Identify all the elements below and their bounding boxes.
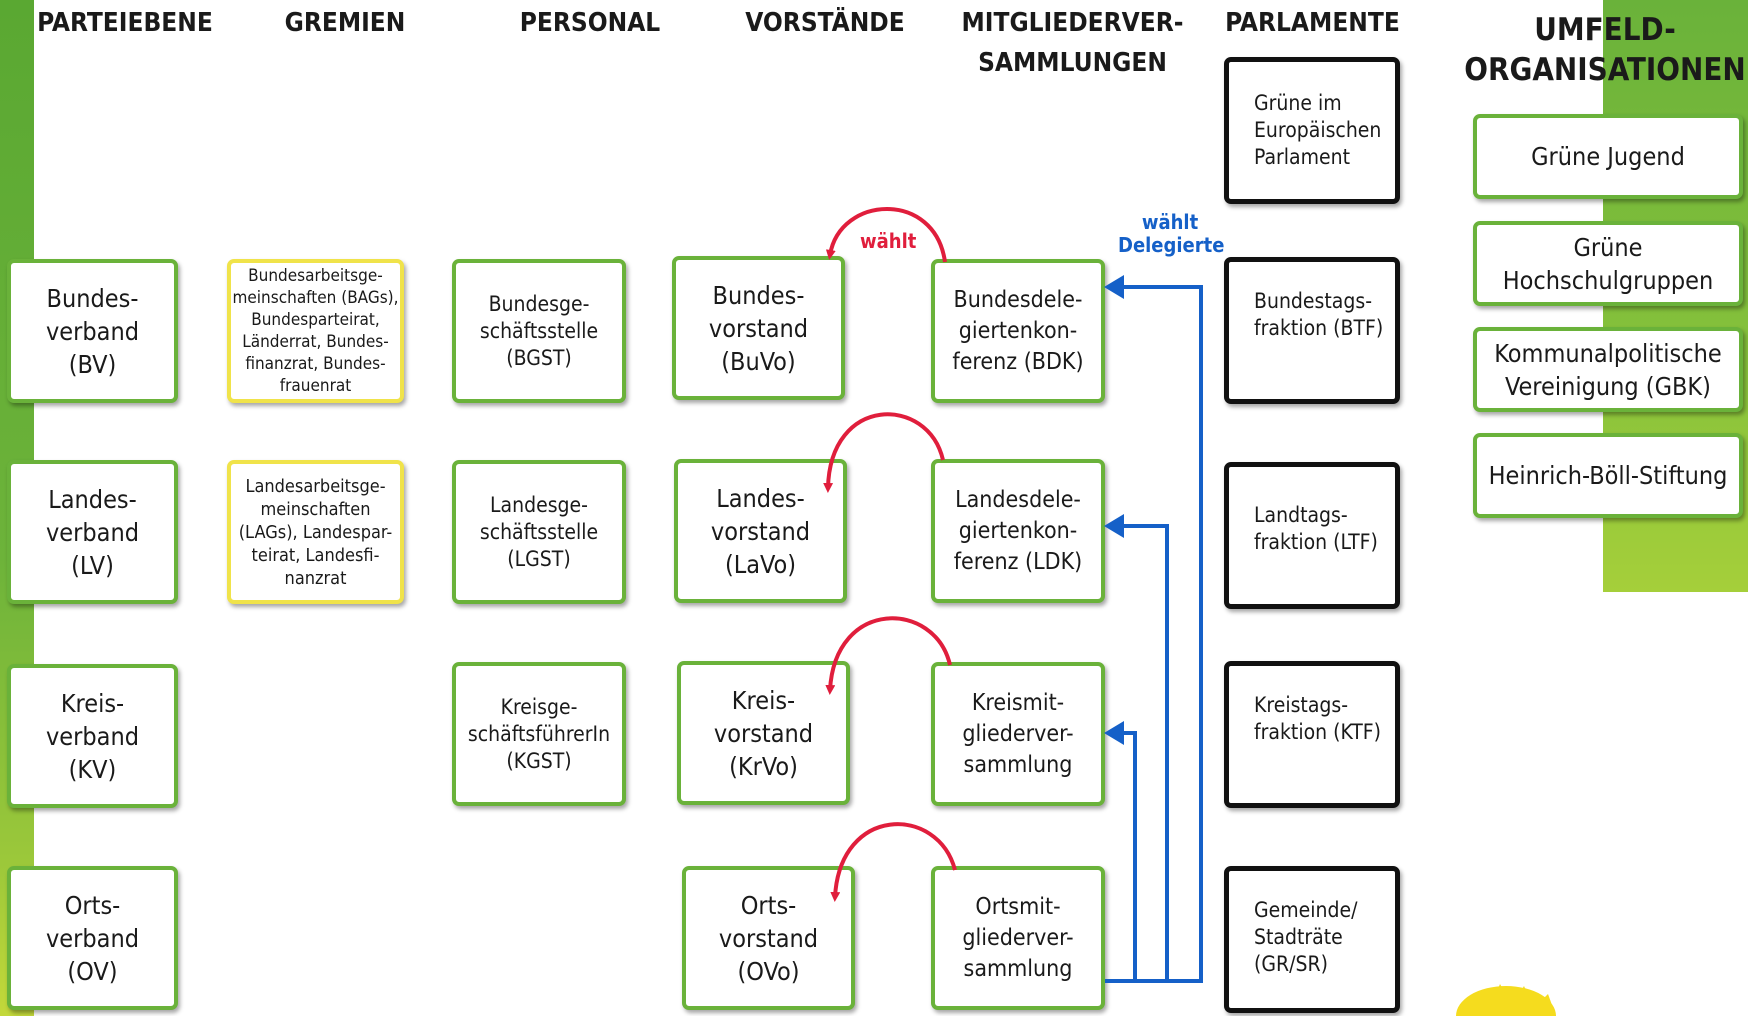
label-landesverband: Landes- verband (LV) [46,484,139,580]
box-kreisvorstand: Kreis- vorstand (KrVo) [677,661,850,805]
header-parlamente: PARLAMENTE [1225,8,1400,38]
label-ortsvorstand: Orts- vorstand (OVo) [718,890,819,986]
label-landesvorstand: Landes- vorstand (LaVo) [710,483,811,579]
box-bundesgeschaeftsstelle: Bundesge- schäftsstelle (BGST) [452,259,626,403]
blue-delegation-lines [1105,285,1203,983]
label-landtagsfraktion: Landtags- fraktion (LTF) [1254,503,1378,554]
label-kreistagsfraktion: Kreistags- fraktion (KTF) [1254,693,1382,744]
label-kreisvorstand: Kreis- vorstand (KrVo) [713,685,814,781]
label-bundesgremien: Bundesarbeitsge- meinschaften (BAGs), Bu… [232,266,399,396]
label-ortsmitgliederversammlung: Ortsmit- gliederver- sammlung [962,893,1074,982]
box-bundesverband: Bundes- verband (BV) [7,259,178,403]
label-bundesdelegiertenkonferenz: Bundesdele- giertenkon- ferenz (BDK) [952,286,1084,375]
header-vorstaende: VORSTÄNDE [745,8,905,38]
header-umfeldorganisationen: UMFELD- ORGANISATIONEN [1464,12,1746,88]
box-europaeisches-parlament: Grüne im Europäischen Parlament [1224,57,1400,204]
label-landesgeschaeftsstelle: Landesge- schäftsstelle (LGST) [479,492,599,571]
label-gruene-jugend: Grüne Jugend [1531,142,1685,171]
box-bundestagsfraktion: Bundestags- fraktion (BTF) [1224,257,1400,404]
label-kreisverband: Kreis- verband (KV) [46,688,139,784]
blue-line-to-bdk [1105,285,1203,983]
header-parteiebene: PARTEIEBENE [37,8,213,38]
blue-line-to-kmv [1118,731,1137,981]
label-europaeisches-parlament: Grüne im Europäischen Parlament [1254,91,1382,169]
box-landtagsfraktion: Landtags- fraktion (LTF) [1224,462,1400,609]
sunflower-logo [1456,984,1556,1016]
box-kreistagsfraktion: Kreistags- fraktion (KTF) [1224,661,1400,808]
box-bundesgremien: Bundesarbeitsge- meinschaften (BAGs), Bu… [227,259,404,403]
box-bundesdelegiertenkonferenz: Bundesdele- giertenkon- ferenz (BDK) [931,259,1105,403]
box-landesvorstand: Landes- vorstand (LaVo) [674,459,847,603]
box-landesdelegiertenkonferenz: Landesdele- giertenkon- ferenz (LDK) [931,459,1105,603]
header-personal: PERSONAL [519,8,661,38]
box-gruene-jugend: Grüne Jugend [1473,114,1743,199]
box-ortsvorstand: Orts- vorstand (OVo) [682,866,855,1010]
box-landesverband: Landes- verband (LV) [7,460,178,604]
label-heinrich-boell-stiftung: Heinrich-Böll-Stiftung [1488,461,1728,490]
label-landesdelegiertenkonferenz: Landesdele- giertenkon- ferenz (LDK) [953,486,1083,575]
box-gemeinde-stadtraete: Gemeinde/ Stadträte (GR/SR) [1224,866,1400,1013]
label-gemeinde-stadtraete: Gemeinde/ Stadträte (GR/SR) [1254,898,1358,976]
label-kreismitgliederversammlung: Kreismit- gliederver- sammlung [962,689,1074,778]
blue-arrowhead-kmv [1104,721,1124,745]
label-landesgremien: Landesarbeitsge- meinschaften (LAGs), La… [238,475,393,589]
box-ortsmitgliederversammlung: Ortsmit- gliederver- sammlung [931,866,1105,1010]
label-waehlt: wählt [860,229,917,253]
box-kreismitgliederversammlung: Kreismit- gliederver- sammlung [931,662,1105,806]
box-landesgeschaeftsstelle: Landesge- schäftsstelle (LGST) [452,460,626,604]
label-ortsverband: Orts- verband (OV) [46,890,139,986]
box-bundesvorstand: Bundes- vorstand (BuVo) [672,256,845,400]
box-kreisverband: Kreis- verband (KV) [7,664,178,808]
label-bundesverband: Bundes- verband (BV) [46,283,139,379]
box-gruene-hochschulgruppen: Grüne Hochschulgruppen [1473,221,1743,306]
label-bundesvorstand: Bundes- vorstand (BuVo) [708,280,809,376]
label-bundestagsfraktion: Bundestags- fraktion (BTF) [1254,289,1384,340]
blue-arrowhead-ldk [1104,514,1124,538]
label-waehlt-delegierte: wählt Delegierte [1118,210,1225,257]
box-kommunalpolitische-vereinigung: Kommunalpolitische Vereinigung (GBK) [1473,327,1743,412]
header-gremien: GREMIEN [284,8,406,38]
box-kreisgeschaeftsfuehrerin: Kreisge- schäftsführerIn (KGST) [452,662,626,806]
box-ortsverband: Orts- verband (OV) [7,866,178,1010]
header-mitgliederversammlungen: MITGLIEDERVER- SAMMLUNGEN [961,8,1184,78]
label-kommunalpolitische-vereinigung: Kommunalpolitische Vereinigung (GBK) [1494,338,1722,401]
label-kreisgeschaeftsfuehrerin: Kreisge- schäftsführerIn (KGST) [467,694,611,773]
label-gruene-hochschulgruppen: Grüne Hochschulgruppen [1502,232,1714,295]
blue-arrowhead-bdk [1104,275,1124,299]
blue-line-to-ldk [1118,524,1169,981]
box-heinrich-boell-stiftung: Heinrich-Böll-Stiftung [1473,433,1743,518]
box-landesgremien: Landesarbeitsge- meinschaften (LAGs), La… [227,460,404,604]
label-bundesgeschaeftsstelle: Bundesge- schäftsstelle (BGST) [479,291,599,370]
